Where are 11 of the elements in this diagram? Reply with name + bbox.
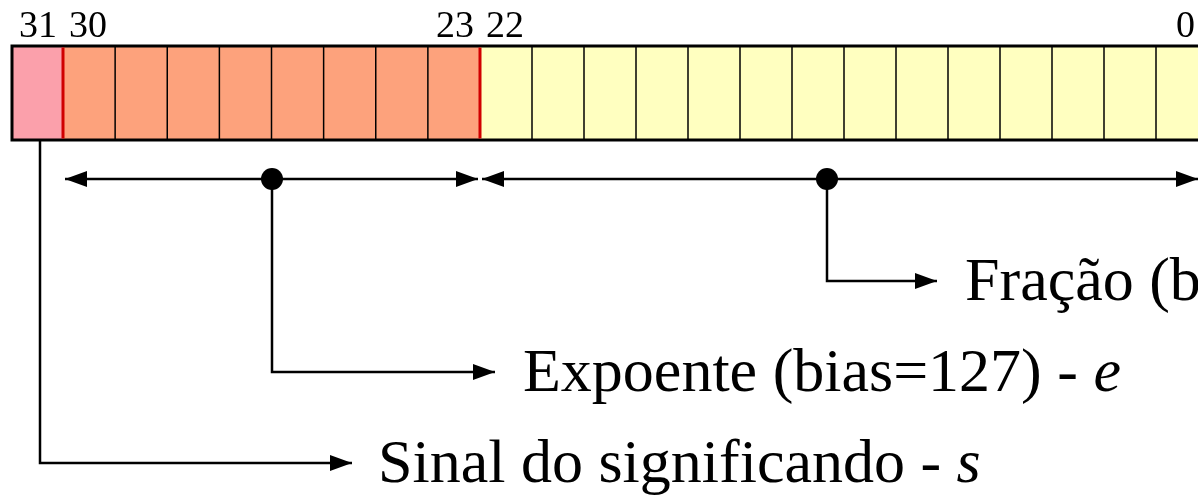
- bit-field: [63, 46, 480, 140]
- field-label: Fração (b: [937, 246, 1198, 312]
- field-label: Expoente (bias=127) - e: [495, 337, 1121, 403]
- leader-line: [38, 140, 352, 471]
- bit-number: 0: [1176, 4, 1195, 44]
- bit-number: 31: [19, 4, 57, 44]
- bit-number: 30: [69, 4, 107, 44]
- bit-number: 22: [486, 4, 524, 44]
- field-label: Sinal do significando - s: [352, 428, 981, 494]
- bit-number: 23: [436, 4, 474, 44]
- bit-field: [12, 46, 63, 140]
